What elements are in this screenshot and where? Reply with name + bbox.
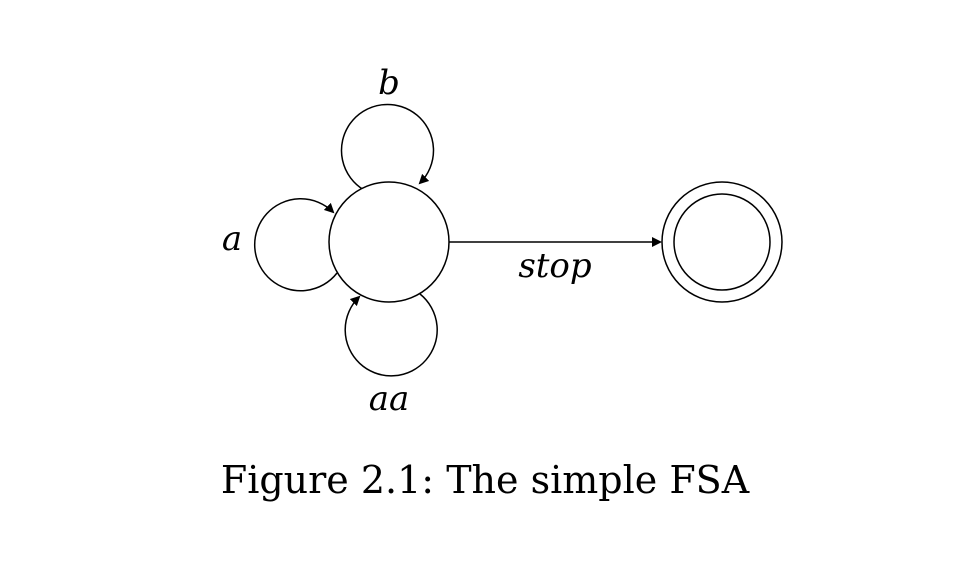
accepting-state-outer	[661, 181, 783, 303]
accepting-state-inner	[673, 193, 771, 291]
self-loop-aa: aa	[344, 293, 438, 419]
transition-stop-label: stop	[518, 246, 591, 286]
accepting-state	[661, 181, 783, 303]
self-loop-b-arc	[340, 103, 435, 191]
start-state	[328, 181, 450, 303]
self-loop-a-arc	[254, 198, 338, 292]
self-loop-b: b	[340, 63, 435, 191]
figure-caption: Figure 2.1: The simple FSA	[220, 458, 750, 502]
self-loop-aa-label: aa	[369, 379, 410, 419]
self-loop-aa-arc	[344, 293, 438, 377]
self-loop-a-label: a	[222, 219, 242, 259]
self-loop-b-label: b	[378, 63, 400, 103]
self-loop-a: a	[222, 198, 338, 292]
transition-stop: stop	[449, 237, 662, 286]
